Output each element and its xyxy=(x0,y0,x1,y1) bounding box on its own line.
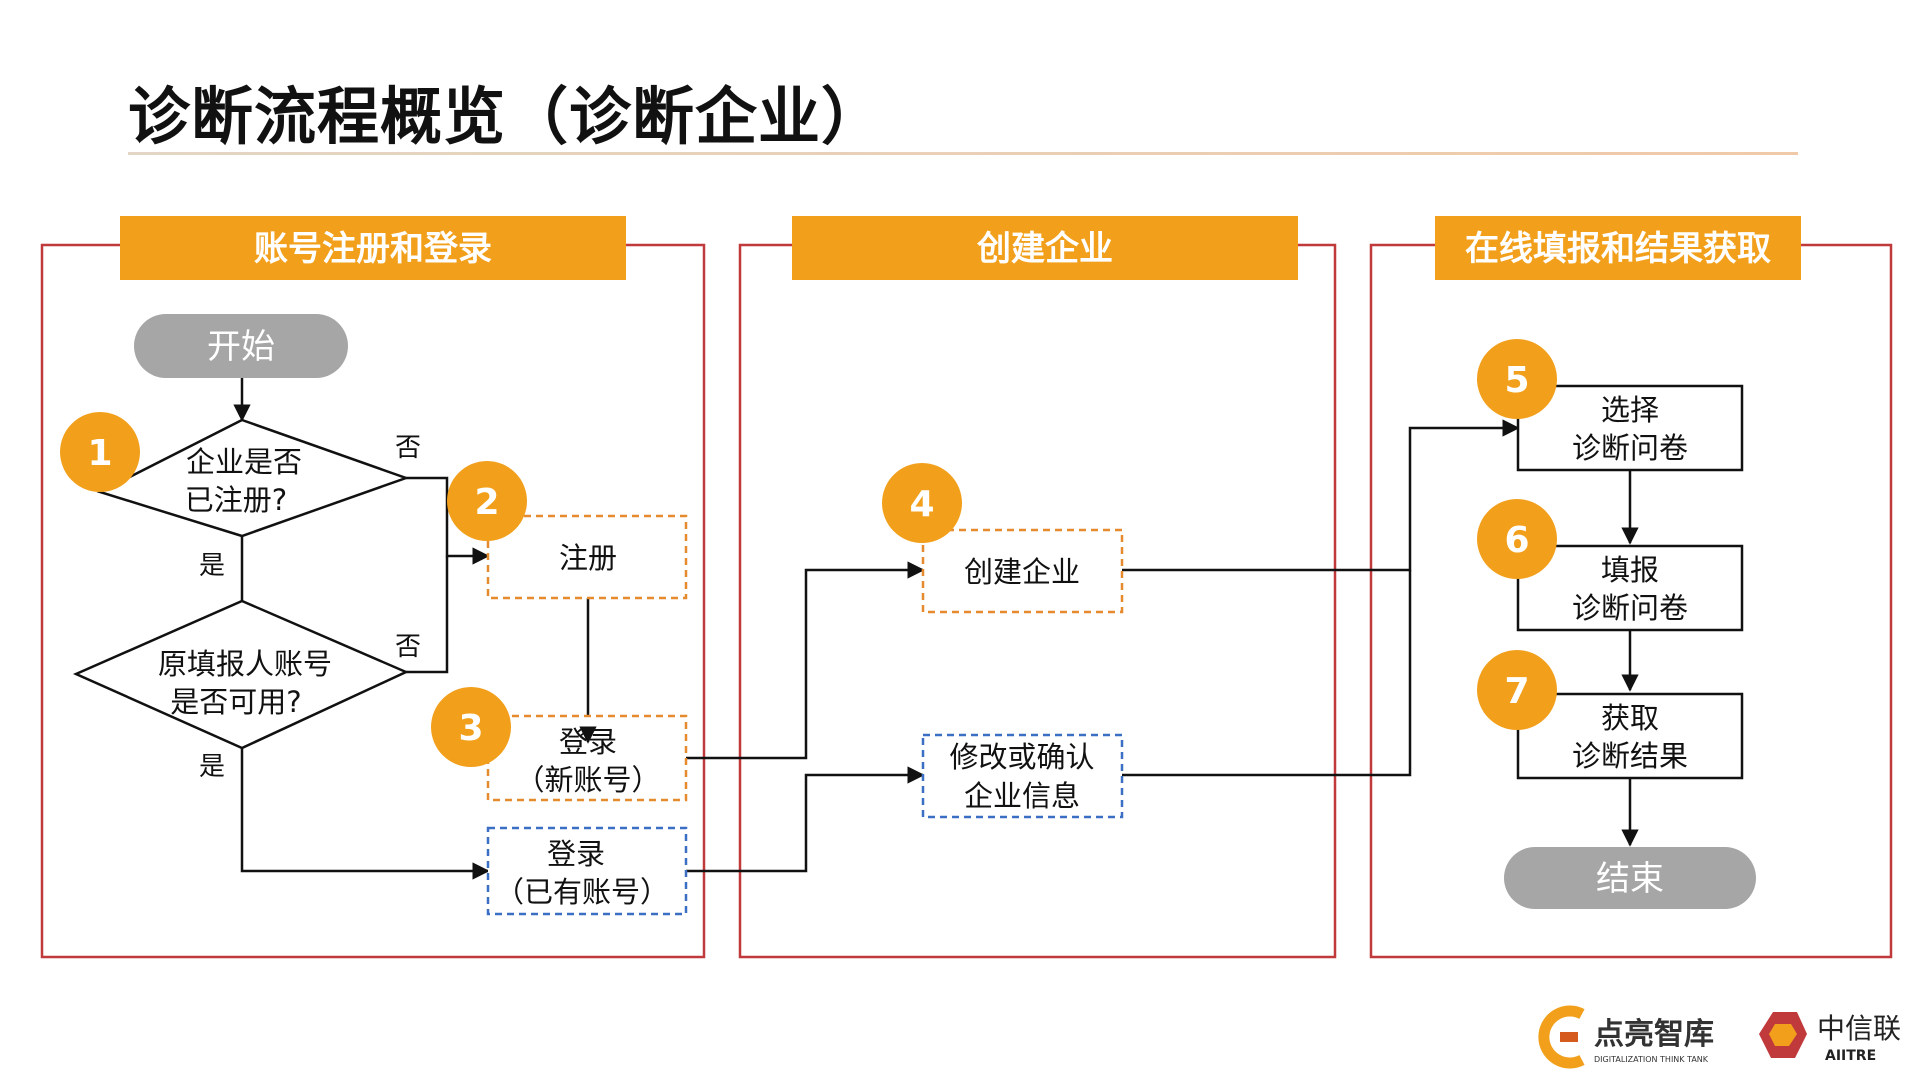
edge-loginnew-to-create xyxy=(686,561,925,760)
modify-enterprise-node xyxy=(921,733,1124,819)
decision-registered xyxy=(96,418,410,538)
step-badge-3 xyxy=(431,687,511,767)
section-header-3: 在线填报和结果获取 xyxy=(1465,229,1771,269)
fill-line2: 诊断问卷 xyxy=(1572,591,1688,625)
section-header-bar-2 xyxy=(792,216,1298,280)
end-label: 结束 xyxy=(1596,859,1664,899)
decision2-line2: 是否可用? xyxy=(170,685,301,719)
logo-c-mark-icon xyxy=(1538,1005,1585,1069)
logo-brand2-name: 中信联 xyxy=(1817,1012,1901,1045)
label-yes-1: 是 xyxy=(199,551,225,581)
result-line1: 获取 xyxy=(1601,701,1659,735)
login-existing-line1: 登录 xyxy=(547,837,605,871)
step-number-6: 6 xyxy=(1504,520,1529,561)
logo-hex-inner xyxy=(1769,1024,1797,1046)
step-badge-5 xyxy=(1477,339,1557,419)
edge-modify-to-select xyxy=(1122,570,1412,777)
step-badge-4 xyxy=(882,463,962,543)
result-line2: 诊断结果 xyxy=(1572,739,1688,773)
modify-line2: 企业信息 xyxy=(964,779,1080,813)
step-number-2: 2 xyxy=(474,482,499,523)
title-underline xyxy=(128,152,1798,155)
step-badge-6 xyxy=(1477,499,1557,579)
decision2-line1: 原填报人账号 xyxy=(158,647,332,681)
login-new-line2: （新账号） xyxy=(515,763,660,797)
edge-loginexisting-to-modify xyxy=(686,766,925,873)
step-number-4: 4 xyxy=(909,484,934,525)
step-number-3: 3 xyxy=(458,708,483,749)
label-no-2: 否 xyxy=(395,632,421,662)
login-existing-node xyxy=(486,826,688,916)
get-results-node xyxy=(1516,692,1744,780)
select-line1: 选择 xyxy=(1601,393,1659,427)
fill-line1: 填报 xyxy=(1601,553,1659,587)
step-badge-2 xyxy=(447,461,527,541)
edge-d1-no xyxy=(406,476,490,565)
start-node xyxy=(134,314,348,378)
login-existing-line2: （已有账号） xyxy=(495,875,669,909)
label-no-1: 否 xyxy=(395,433,421,463)
label-yes-2: 是 xyxy=(199,752,225,782)
fill-questionnaire-node xyxy=(1516,544,1744,632)
edge-d2-no xyxy=(406,556,449,674)
end-node xyxy=(1504,847,1756,909)
decision1-line1: 企业是否 xyxy=(186,445,302,479)
select-line2: 诊断问卷 xyxy=(1572,431,1688,465)
logo-c-bar xyxy=(1560,1032,1578,1042)
step-number-1: 1 xyxy=(87,433,112,474)
edge-create-to-select xyxy=(1122,419,1520,572)
section-header-2: 创建企业 xyxy=(976,229,1113,269)
create-enterprise-label: 创建企业 xyxy=(964,555,1080,589)
edge-d2-yes xyxy=(240,748,490,880)
register-node xyxy=(486,514,688,600)
decision-account-usable xyxy=(72,599,410,750)
start-label: 开始 xyxy=(207,327,275,367)
logo-aiitre: 中信联 AIITRE xyxy=(1759,1012,1901,1064)
decision1-line2: 已注册? xyxy=(185,483,287,517)
logo-think-tank: 点亮智库 DIGITALIZATION THINK TANK xyxy=(1538,1005,1714,1069)
section-header-bar-3 xyxy=(1435,216,1801,280)
section-header-1: 账号注册和登录 xyxy=(254,229,492,269)
modify-line1: 修改或确认 xyxy=(949,740,1094,774)
create-enterprise-node xyxy=(921,528,1124,614)
step-number-7: 7 xyxy=(1504,671,1529,712)
register-label: 注册 xyxy=(559,541,617,575)
step-badge-1 xyxy=(60,412,140,492)
select-questionnaire-node xyxy=(1516,384,1744,472)
logo-brand1-name: 点亮智库 xyxy=(1594,1017,1714,1052)
step-number-5: 5 xyxy=(1504,360,1529,401)
logo-brand2-sub: AIITRE xyxy=(1825,1048,1876,1064)
page-title: 诊断流程概览（诊断企业） xyxy=(128,80,885,153)
section-header-bar-1 xyxy=(120,216,626,280)
step-badge-7 xyxy=(1477,650,1557,730)
logo-brand1-sub: DIGITALIZATION THINK TANK xyxy=(1594,1055,1709,1064)
